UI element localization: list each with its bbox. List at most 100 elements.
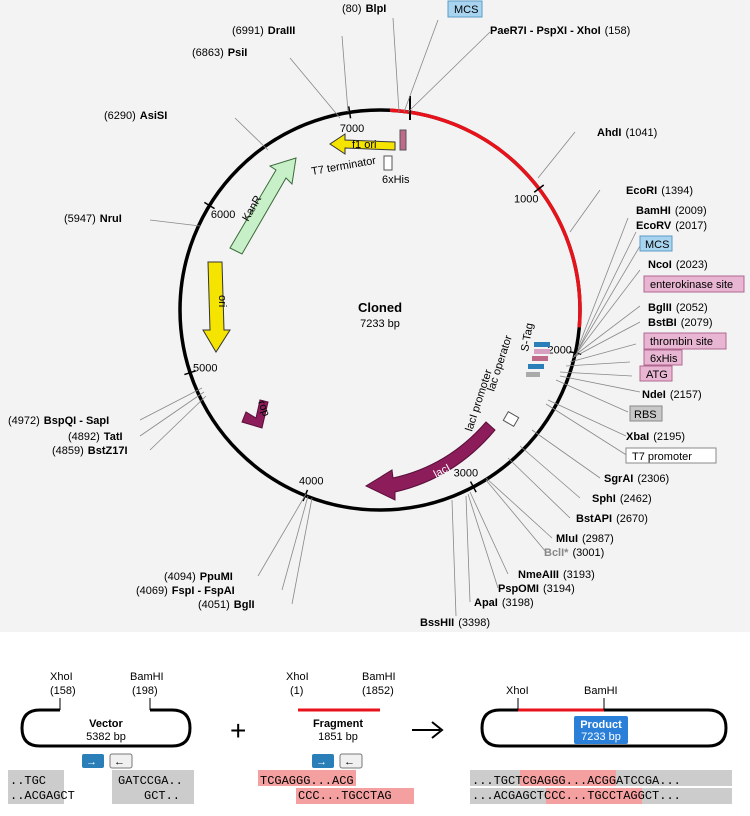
site-bglii-pos: (2052) (676, 302, 708, 314)
site-bgli-name: BglI (234, 599, 255, 611)
fragment-seq-top-bg (258, 770, 356, 786)
rbs-feature (526, 372, 540, 377)
site-nrui: (5947)NruI (64, 213, 122, 225)
vector-bamhi-pos: (198) (132, 685, 158, 697)
site-ecori-pos: (1394) (661, 185, 693, 197)
vector-xhoi-pos: (158) (50, 685, 76, 697)
site-ncoi-pos: (2023) (676, 259, 708, 271)
vector-seq-right-top: GATCCGA.. (118, 774, 183, 788)
site-ahdi-pos: (1041) (625, 127, 657, 139)
site-asisi-name: AsiSI (140, 110, 168, 122)
atg-label: ATG (646, 369, 668, 381)
product-seq-top-a: ...TGC (472, 774, 515, 788)
site-sphi-name: SphI (592, 493, 616, 505)
vector-seq-left-bottom: ..ACGAGCT (10, 789, 75, 803)
site-ppumi-name: PpuMI (200, 571, 233, 583)
fragment-bamhi-label: BamHI (362, 671, 396, 683)
site-ecorv: EcoRV(2017) (636, 220, 707, 232)
mcs-top-box (447, 0, 483, 18)
product-seq-top-c: GATCCGA... (609, 774, 681, 788)
insert-arc (389, 108, 582, 328)
site-sgrai: SgrAI(2306) (604, 473, 669, 485)
tick-label: 1000 (514, 193, 538, 205)
t7-terminator-label: T7 terminator (310, 155, 377, 178)
tick-label: 7000 (340, 123, 364, 135)
map-size: 7233 bp (360, 318, 400, 330)
thrombin-label: thrombin site (650, 336, 713, 348)
rop-label: rop (255, 399, 272, 418)
site-bspqi-pos: (4972) (8, 415, 40, 427)
vector-seq-left-top: ..TGC (10, 774, 46, 788)
thrombin-feature (534, 349, 550, 354)
site-fspi: (4069)FspI - FspAI (136, 585, 235, 597)
rbs-label: RBS (634, 409, 657, 421)
thrombin-box (643, 332, 727, 350)
vector-seq-right-bottom: GCT.. (144, 789, 180, 803)
his6-feature (532, 356, 548, 361)
his6-box (643, 349, 683, 366)
t7-promoter-box (625, 447, 717, 464)
site-draiii: (6991)DraIII (232, 25, 295, 37)
site-bglii: BglII (2052) (648, 302, 708, 314)
s-tag-label: S-Tag (519, 322, 536, 352)
enterokinase-box (643, 275, 745, 293)
fragment-reverse-button[interactable] (339, 753, 363, 769)
vector-bamhi-label: BamHI (130, 671, 164, 683)
fragment-forward-button[interactable] (312, 754, 334, 768)
vector-reverse-button[interactable] (109, 753, 133, 769)
site-nrui-name: NruI (100, 213, 122, 225)
site-bamhi: BamHI(2009) (636, 205, 707, 217)
site-bgli-pos: (4051) (198, 599, 230, 611)
site-pspomi: PspOMI(3194) (498, 583, 575, 595)
site-bstbi: BstBI(2079) (648, 317, 713, 329)
fragment-xhoi-label: XhoI (286, 671, 309, 683)
vector-shape (20, 708, 192, 748)
fragment-xhoi-pos: (1) (290, 685, 303, 697)
atg-box (639, 365, 673, 382)
site-bspqi-name: BspQI - SapI (44, 415, 109, 427)
site-bglii-name: BglII (648, 302, 672, 314)
site-bstz17i-pos: (4859) (52, 445, 84, 457)
forward-arrow-icon: → (86, 756, 97, 768)
site-apai: ApaI(3198) (474, 597, 534, 609)
site-pspomi-pos: (3194) (543, 583, 575, 595)
site-fspi-pos: (4069) (136, 585, 168, 597)
site-xbai-pos: (2195) (653, 431, 685, 443)
his6-label: 6xHis (650, 353, 678, 365)
site-xhoi-name: PaeR7I - PspXI - XhoI (490, 25, 601, 37)
site-draiii-pos: (6991) (232, 25, 264, 37)
site-nmeaiii: NmeAIII(3193) (518, 569, 595, 581)
site-ecorv-name: EcoRV (636, 220, 672, 232)
product-seq-d-bg (470, 788, 546, 804)
site-mlui-name: MluI (556, 533, 578, 545)
site-ppumi-pos: (4094) (164, 571, 196, 583)
tick-label: 4000 (299, 476, 323, 488)
mcs-right-box (639, 235, 673, 252)
site-asisi-pos: (6290) (104, 110, 136, 122)
mcs-top-label: MCS (454, 4, 478, 16)
site-xbai-name: XbaI (626, 431, 649, 443)
site-tati-pos: (4892) (68, 431, 100, 443)
site-ncoi: NcoI(2023) (648, 259, 708, 271)
site-bcli-pos: (3001) (572, 547, 604, 559)
product-seq-e-bg (546, 788, 642, 804)
reverse-arrow-icon: ← (114, 756, 125, 768)
tick-mark (203, 201, 215, 210)
f1-ori-arrow (329, 133, 396, 155)
site-sgrai-pos: (2306) (637, 473, 669, 485)
mcs-right-label: MCS (645, 239, 669, 251)
product-badge[interactable] (574, 716, 628, 744)
site-ndei-name: NdeI (642, 389, 666, 401)
site-blpi-name: BlpI (366, 3, 387, 15)
site-xbai: XbaI (2195) (626, 431, 685, 443)
site-bstapi: BstAPI(2670) (576, 513, 648, 525)
product-seq-bot-b: CCC...TGCCTAG (544, 789, 638, 803)
site-apai-pos: (3198) (502, 597, 534, 609)
vector-forward-button[interactable] (82, 754, 104, 768)
site-xhoi: PaeR7I - PspXI - XhoI(158) (490, 25, 630, 37)
site-bstapi-name: BstAPI (576, 513, 612, 525)
site-mlui: MluI(2987) (556, 533, 614, 545)
result-arrow-icon (412, 721, 444, 739)
vector-seq-right-bg (112, 770, 194, 804)
